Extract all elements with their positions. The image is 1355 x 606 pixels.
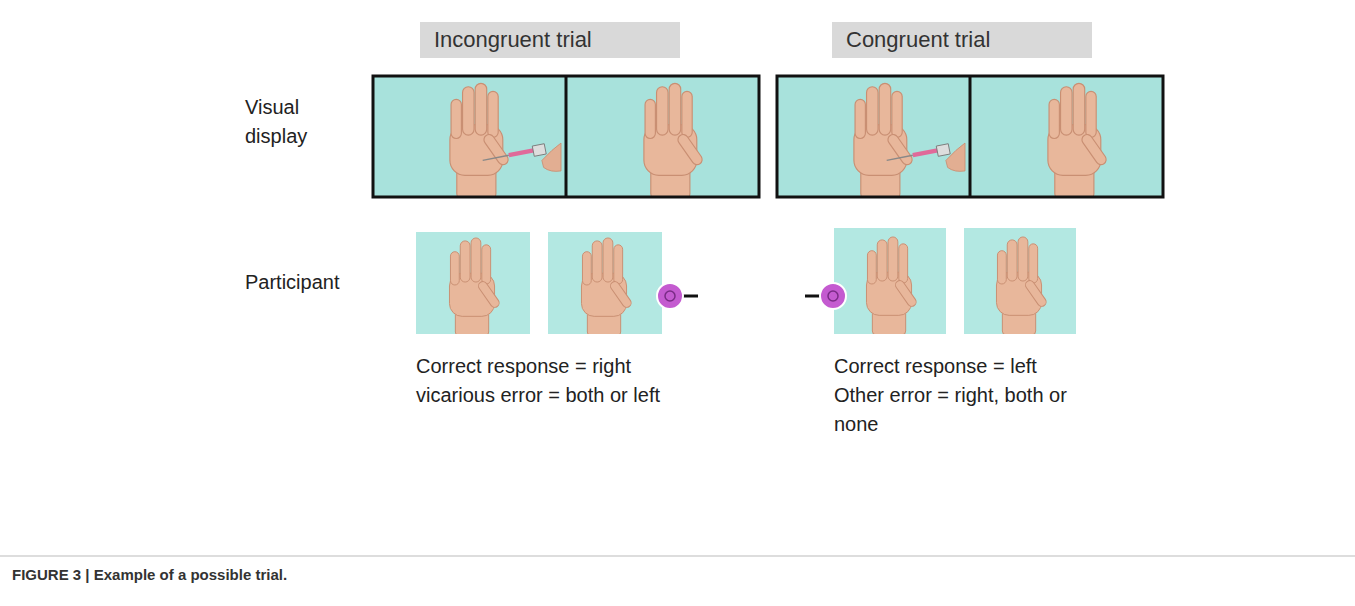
header-box: Congruent trial xyxy=(832,22,1092,58)
response-note: Correct response = right xyxy=(416,352,684,381)
response-note: Other error = right, both or none xyxy=(834,381,1102,439)
response-note: vicarious error = both or left xyxy=(416,381,684,410)
row-label: Participant xyxy=(245,268,375,297)
figure-caption: FIGURE 3 | Example of a possible trial. xyxy=(12,566,287,583)
header-box: Incongruent trial xyxy=(420,22,680,58)
header-text: Incongruent trial xyxy=(434,26,666,53)
header-text: Congruent trial xyxy=(846,26,1078,53)
row-label: Visual display xyxy=(245,93,335,151)
response-note: Correct response = left xyxy=(834,352,1102,381)
